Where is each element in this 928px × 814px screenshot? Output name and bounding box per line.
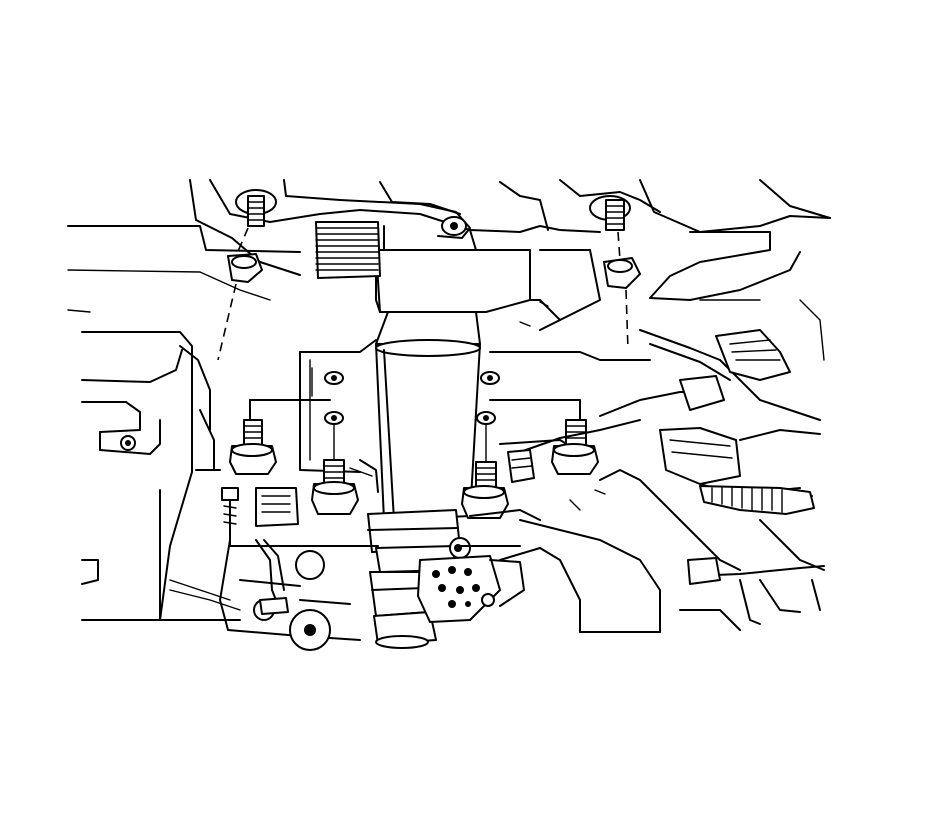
upper-right-nut [603, 257, 641, 289]
upper-right-stud [589, 195, 631, 231]
left-screw-and-connector [221, 487, 299, 615]
steering-column [315, 221, 531, 649]
lower-left-inner-bolt [311, 423, 359, 515]
upper-left-guide-line [235, 227, 249, 257]
upper-center-stud-nut [419, 203, 471, 239]
upper-left-guide-line-2 [217, 283, 237, 361]
upper-right-guide-line [617, 231, 621, 261]
gear-plate [417, 555, 525, 623]
lower-right-inner-bolt [461, 423, 509, 519]
upper-left-stud [235, 189, 277, 227]
left-panel-module [81, 331, 241, 621]
wiring-harness [519, 299, 825, 625]
lower-right-outer-bolt [551, 419, 599, 475]
lower-left-outer-bolt [229, 419, 277, 475]
upper-right-guide-line-2 [625, 289, 629, 351]
mount-bosses [239, 550, 331, 651]
upper-spring [315, 221, 381, 279]
upper-left-nut [227, 253, 263, 283]
column-side-bracket [349, 449, 541, 521]
